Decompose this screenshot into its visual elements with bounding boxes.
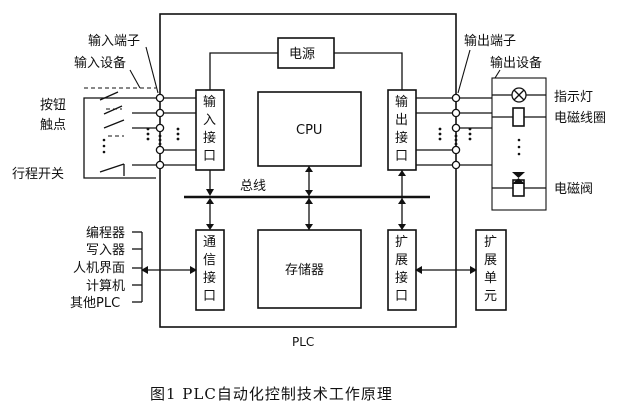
power-wiring [209, 52, 403, 90]
output-terminal-pointer [457, 49, 471, 94]
input-device-switches [83, 87, 156, 179]
button-label-1: 按钮 [40, 98, 66, 113]
figure-caption: 图1 PLC自动化控制技术工作原理 [150, 385, 393, 403]
indicator-label: 指示灯 [554, 90, 593, 105]
valve-label: 电磁阀 [554, 182, 593, 197]
peripheral-writer: 写入器 [86, 243, 125, 258]
bus-label: 总线 [240, 179, 266, 194]
output-device-label: 输出设备 [490, 55, 542, 71]
svg-text:出: 出 [395, 113, 408, 128]
peripheral-other-plc: 其他PLC [70, 296, 120, 311]
cpu-label: CPU [296, 123, 322, 138]
svg-text:输: 输 [395, 94, 408, 110]
cpu-box [257, 91, 362, 167]
side-arrows [141, 266, 477, 274]
input-device-label: 输入设备 [74, 55, 126, 71]
svg-text:口: 口 [395, 289, 408, 304]
svg-text:展: 展 [395, 253, 408, 268]
output-device-pointer [494, 69, 501, 79]
ext-unit-label: 扩 展 单 元 [484, 235, 497, 304]
svg-text:展: 展 [484, 253, 497, 268]
peripheral-programmer: 编程器 [86, 226, 125, 241]
output-terminals [416, 93, 472, 170]
memory-label: 存储器 [285, 263, 324, 278]
svg-text:口: 口 [203, 289, 216, 304]
peripheral-labels: 编程器 写入器 人机界面 计算机 其他PLC [70, 226, 125, 311]
svg-text:口: 口 [203, 149, 216, 164]
svg-text:入: 入 [203, 113, 216, 128]
svg-text:信: 信 [203, 253, 216, 268]
input-terminal-label: 输入端子 [88, 33, 140, 49]
output-interface-label: 输 出 接 口 [395, 94, 408, 164]
plc-label: PLC [292, 335, 314, 349]
ext-interface-label: 扩 展 接 口 [395, 235, 408, 304]
svg-text:单: 单 [484, 271, 497, 286]
output-terminal-label: 输出端子 [464, 33, 516, 49]
input-interface-label: 输 入 接 口 [203, 94, 216, 164]
power-box [277, 37, 335, 69]
power-label: 电源 [289, 47, 315, 62]
svg-text:接: 接 [203, 130, 216, 146]
comm-interface-label: 通 信 接 口 [203, 235, 216, 304]
limit-switch-label: 行程开关 [12, 167, 64, 182]
svg-text:接: 接 [203, 270, 216, 286]
svg-text:口: 口 [395, 149, 408, 164]
bus-arrows [206, 166, 406, 230]
button-label-2: 触点 [40, 118, 66, 133]
svg-text:元: 元 [484, 289, 497, 304]
coil-icon [512, 107, 525, 127]
output-interface-box [387, 89, 417, 171]
input-device-pointer [129, 69, 141, 89]
svg-text:通: 通 [203, 235, 216, 250]
svg-text:输: 输 [203, 94, 216, 110]
input-terminal-pointer [145, 46, 159, 94]
svg-text:接: 接 [395, 130, 408, 146]
output-device [460, 77, 547, 211]
ext-interface-box [387, 229, 417, 311]
svg-text:接: 接 [395, 270, 408, 286]
ext-unit-box [475, 229, 507, 311]
memory-box [257, 229, 362, 309]
peripheral-computer: 计算机 [86, 279, 125, 294]
coil-label: 电磁线圈 [554, 111, 606, 126]
svg-text:扩: 扩 [395, 235, 408, 250]
peripheral-hmi: 人机界面 [73, 261, 125, 276]
svg-text:扩: 扩 [484, 235, 497, 250]
peripheral-bracket [132, 231, 143, 303]
comm-interface-box [195, 229, 225, 311]
